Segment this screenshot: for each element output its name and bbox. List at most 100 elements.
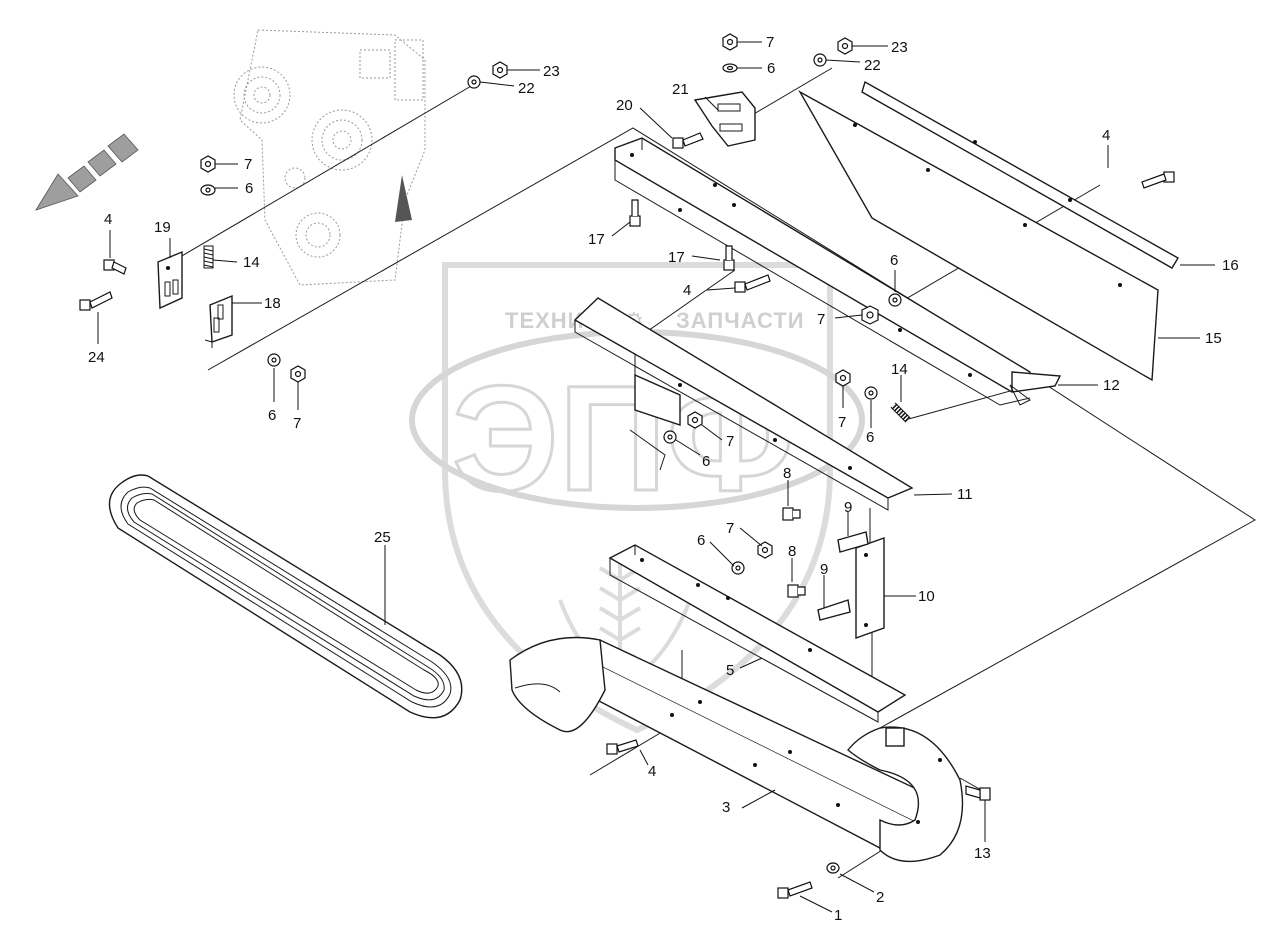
callout-7: 7 bbox=[244, 156, 252, 173]
callout-5: 5 bbox=[726, 662, 734, 679]
part-25-belt bbox=[108, 474, 463, 719]
part-5-frame bbox=[608, 544, 907, 723]
washer-icon bbox=[467, 75, 481, 89]
bolt-icon bbox=[606, 739, 639, 755]
callout-22: 22 bbox=[518, 80, 535, 97]
callout-15: 15 bbox=[1205, 330, 1222, 347]
callout-leaders bbox=[97, 41, 1215, 913]
callout-6: 6 bbox=[767, 60, 775, 77]
washer-icon bbox=[267, 353, 281, 367]
callout-7: 7 bbox=[726, 520, 734, 537]
watermark-shield-outline bbox=[442, 262, 833, 734]
callout-labels: 1 2 3 4 4 4 4 5 6 6 6 6 6 6 6 7 7 7 7 7 … bbox=[88, 34, 1239, 924]
nut-icon bbox=[200, 155, 216, 173]
nut-icon bbox=[687, 411, 703, 429]
callout-7: 7 bbox=[838, 414, 846, 431]
callout-6: 6 bbox=[268, 407, 276, 424]
callout-21: 21 bbox=[672, 81, 689, 98]
washer-icon bbox=[813, 53, 827, 67]
spring-icon bbox=[890, 402, 911, 423]
washer-icon bbox=[864, 386, 878, 400]
part-16-strip bbox=[861, 80, 1179, 269]
watermark-right-word: ЗАПЧАСТИ bbox=[676, 308, 805, 333]
callout-10: 10 bbox=[918, 588, 935, 605]
washer-icon bbox=[722, 63, 738, 73]
washer-icon bbox=[663, 430, 677, 444]
callout-7: 7 bbox=[293, 415, 301, 432]
forward-direction-arrow-icon bbox=[35, 133, 139, 211]
bolt-icon bbox=[965, 785, 991, 801]
callout-11: 11 bbox=[957, 486, 973, 503]
callout-8: 8 bbox=[783, 465, 791, 482]
bolt-icon bbox=[79, 291, 113, 311]
callout-6: 6 bbox=[866, 429, 874, 446]
callout-6: 6 bbox=[697, 532, 705, 549]
callout-3: 3 bbox=[722, 799, 730, 816]
callout-6: 6 bbox=[245, 180, 253, 197]
nut-icon bbox=[492, 61, 508, 79]
callout-4: 4 bbox=[683, 282, 691, 299]
callout-14: 14 bbox=[891, 361, 908, 378]
callout-14: 14 bbox=[243, 254, 260, 271]
callout-25: 25 bbox=[374, 529, 391, 546]
callout-22: 22 bbox=[864, 57, 881, 74]
callout-7: 7 bbox=[726, 433, 734, 450]
callout-4: 4 bbox=[648, 763, 656, 780]
engine-block-icon bbox=[233, 29, 426, 286]
callout-6: 6 bbox=[890, 252, 898, 269]
bolt-icon bbox=[103, 259, 127, 275]
washer-icon bbox=[826, 862, 840, 874]
nut-icon bbox=[722, 33, 738, 51]
spring-icon bbox=[203, 245, 214, 269]
bolt-icon bbox=[777, 881, 813, 899]
bolt-icon bbox=[782, 507, 801, 521]
washer-icon bbox=[200, 184, 216, 196]
fasteners bbox=[79, 33, 1175, 899]
callout-13: 13 bbox=[974, 845, 991, 862]
part-9-shim-upper bbox=[837, 531, 869, 553]
callout-7: 7 bbox=[766, 34, 774, 51]
bolt-icon bbox=[723, 245, 735, 271]
callout-8: 8 bbox=[788, 543, 796, 560]
callout-9: 9 bbox=[820, 561, 828, 578]
nut-icon bbox=[861, 305, 879, 325]
part-11-angle-bar bbox=[573, 297, 914, 511]
callout-7: 7 bbox=[817, 311, 825, 328]
washer-icon bbox=[731, 561, 745, 575]
callout-23: 23 bbox=[543, 63, 560, 80]
part-12-upper-channel bbox=[614, 137, 1062, 406]
part-19-bracket bbox=[157, 250, 183, 310]
callout-9: 9 bbox=[844, 499, 852, 516]
bolt-icon bbox=[1141, 171, 1175, 189]
callout-16: 16 bbox=[1222, 257, 1239, 274]
callout-6: 6 bbox=[702, 453, 710, 470]
callout-24: 24 bbox=[88, 349, 105, 366]
part-18-bracket bbox=[204, 294, 233, 348]
part-10-plate bbox=[855, 537, 885, 639]
callout-1: 1 bbox=[834, 907, 842, 924]
callout-12: 12 bbox=[1103, 377, 1120, 394]
bolt-icon bbox=[734, 274, 771, 293]
callout-2: 2 bbox=[876, 889, 884, 906]
nut-icon bbox=[837, 37, 853, 55]
callout-19: 19 bbox=[154, 219, 171, 236]
bolt-icon bbox=[672, 132, 704, 149]
callout-18: 18 bbox=[264, 295, 281, 312]
callout-17: 17 bbox=[668, 249, 685, 266]
part-21-bracket bbox=[693, 91, 756, 147]
nut-icon bbox=[290, 365, 306, 383]
washer-icon bbox=[888, 293, 902, 307]
callout-4: 4 bbox=[104, 211, 112, 228]
part-15-plate bbox=[798, 90, 1159, 382]
nut-icon bbox=[835, 369, 851, 387]
callout-23: 23 bbox=[891, 39, 908, 56]
bolt-icon bbox=[629, 199, 641, 227]
callout-4: 4 bbox=[1102, 127, 1110, 144]
callout-17: 17 bbox=[588, 231, 605, 248]
part-9-shim-lower bbox=[817, 599, 851, 621]
watermark-logo-letters: ЭПФ bbox=[452, 354, 795, 522]
part-3-cover bbox=[509, 636, 964, 863]
bolt-icon bbox=[787, 584, 806, 598]
callout-20: 20 bbox=[616, 97, 633, 114]
